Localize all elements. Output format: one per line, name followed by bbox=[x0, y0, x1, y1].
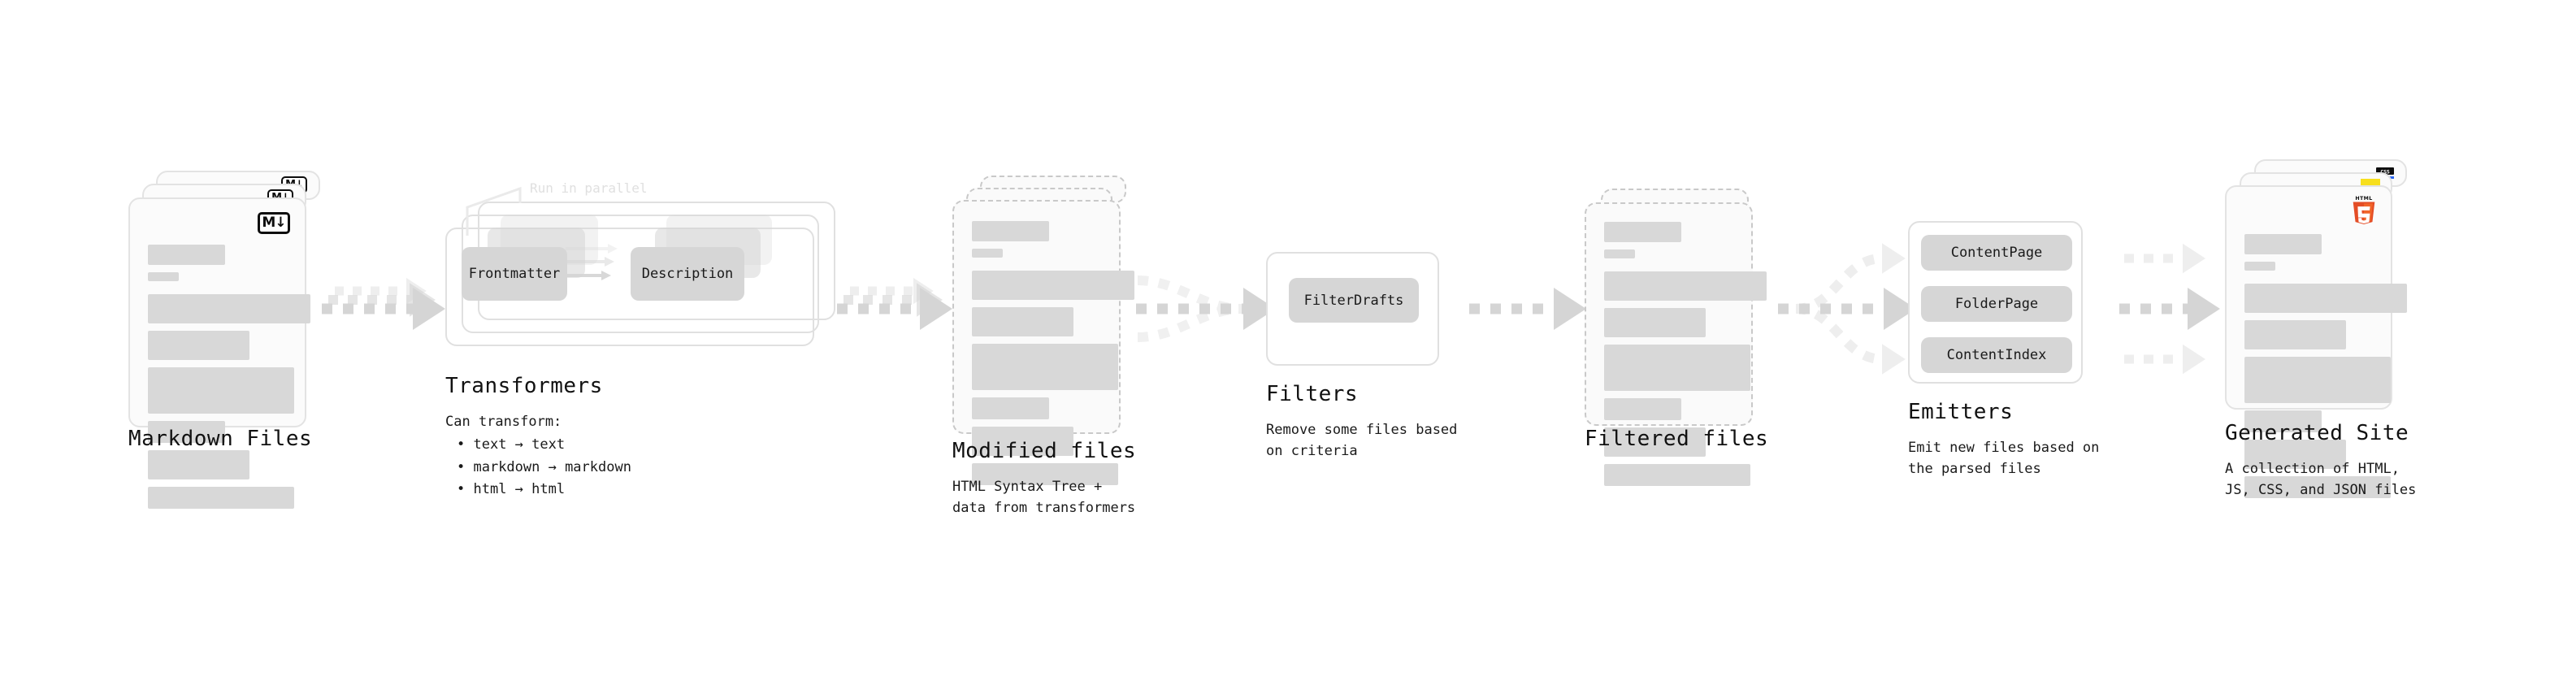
site-skeleton bbox=[2227, 187, 2407, 498]
skeleton-bar bbox=[972, 221, 1049, 241]
filtered-skeleton bbox=[1586, 204, 1767, 486]
stage-transformers: Frontmatter Description bbox=[445, 202, 852, 364]
skeleton-bar bbox=[972, 463, 1118, 485]
run-in-parallel-label: Run in parallel bbox=[530, 180, 648, 196]
stage-generated-site: CSS JS HTML bbox=[2225, 159, 2436, 498]
caption-filters: Filters Remove some files based on crite… bbox=[1266, 382, 1457, 462]
chip-filterdrafts[interactable]: FilterDrafts bbox=[1289, 278, 1419, 323]
markdown-card-front: M↓ bbox=[128, 197, 310, 509]
svg-text:CSS: CSS bbox=[2380, 168, 2390, 175]
skeleton-bar bbox=[972, 427, 1073, 456]
caption-filtered-files: Filtered files bbox=[1585, 427, 1768, 451]
markdown-icon: M↓ bbox=[258, 212, 290, 234]
transformer-box-front bbox=[445, 228, 814, 346]
skeleton-bar bbox=[1604, 271, 1767, 301]
stage-filters: FilterDrafts bbox=[1266, 252, 1445, 374]
skeleton-bar bbox=[2244, 284, 2407, 313]
filters-box: FilterDrafts bbox=[1266, 252, 1439, 366]
stage-title: Filtered files bbox=[1585, 427, 1769, 451]
skeleton-bar bbox=[2244, 476, 2391, 498]
stage-modified-files bbox=[952, 176, 1156, 485]
list-item: text → text bbox=[445, 434, 631, 457]
stage-emitters: ContentPage FolderPage ContentIndex bbox=[1908, 221, 2103, 400]
skeleton-bar bbox=[1604, 249, 1635, 258]
stage-subtitle: HTML Syntax Tree + data from transformer… bbox=[952, 479, 1136, 517]
skeleton-bar bbox=[2244, 410, 2322, 432]
list-item: markdown → markdown bbox=[445, 457, 631, 479]
stage-title: Transformers bbox=[445, 374, 603, 398]
caption-modified-files: Modified files HTML Syntax Tree + data f… bbox=[952, 439, 1136, 519]
svg-text:HTML: HTML bbox=[2355, 196, 2372, 202]
skeleton-bar bbox=[1604, 345, 1750, 391]
markdown-badge-label: M↓ bbox=[258, 212, 290, 234]
stage-title: Modified files bbox=[952, 439, 1137, 463]
skeleton-bar bbox=[2244, 262, 2275, 271]
skeleton-bar bbox=[2244, 320, 2346, 349]
chip-frontmatter[interactable]: Frontmatter bbox=[462, 247, 567, 301]
skeleton-bar bbox=[972, 344, 1118, 390]
site-card-front: HTML bbox=[2225, 185, 2407, 498]
skeleton-bar bbox=[972, 397, 1049, 419]
skeleton-bar bbox=[1604, 464, 1750, 486]
connector-filters-to-filtered bbox=[1469, 288, 1586, 330]
stage-title: Markdown Files bbox=[128, 427, 313, 451]
chip-description[interactable]: Description bbox=[631, 247, 744, 301]
chip-contentpage[interactable]: ContentPage bbox=[1921, 235, 2072, 271]
skeleton-bar bbox=[972, 249, 1003, 258]
skeleton-bar bbox=[148, 294, 310, 323]
stage-markdown-files: M↓ M↓ M↓ bbox=[128, 171, 340, 509]
skeleton-bar bbox=[148, 450, 249, 479]
skeleton-bar bbox=[1604, 308, 1706, 337]
skeleton-bar bbox=[972, 271, 1134, 300]
caption-generated-site: Generated Site A collection of HTML, JS,… bbox=[2225, 421, 2416, 501]
skeleton-bar bbox=[148, 421, 225, 443]
caption-emitters: Emitters Emit new files based on the par… bbox=[1908, 400, 2099, 480]
stage-subtitle: Remove some files based on criteria bbox=[1266, 422, 1458, 460]
caption-markdown-files: Markdown Files bbox=[128, 427, 312, 451]
skeleton-bar bbox=[2244, 234, 2322, 254]
stage-filtered-files bbox=[1585, 189, 1788, 486]
skeleton-bar bbox=[2244, 357, 2391, 403]
skeleton-bar bbox=[148, 272, 179, 281]
connector-md-to-transformers bbox=[322, 277, 445, 330]
filtered-card-front bbox=[1585, 202, 1767, 486]
transform-bullet-list: text → text markdown → markdown html → h… bbox=[445, 434, 631, 501]
emitters-box: ContentPage FolderPage ContentIndex bbox=[1908, 221, 2083, 384]
skeleton-bar bbox=[148, 245, 225, 265]
markdown-skeleton bbox=[130, 199, 310, 509]
html5-icon: HTML bbox=[2348, 193, 2379, 228]
skeleton-bar bbox=[148, 367, 294, 414]
stage-title: Filters bbox=[1266, 382, 1359, 406]
connector-emitters-to-site bbox=[2119, 243, 2220, 375]
chip-contentindex[interactable]: ContentIndex bbox=[1921, 337, 2072, 373]
chip-folderpage[interactable]: FolderPage bbox=[1921, 286, 2072, 322]
skeleton-bar bbox=[148, 487, 294, 509]
skeleton-bar bbox=[1604, 222, 1681, 242]
skeleton-bar bbox=[972, 307, 1073, 336]
list-item: html → html bbox=[445, 479, 631, 501]
stage-title: Emitters bbox=[1908, 400, 2014, 424]
stage-subtitle: A collection of HTML, JS, CSS, and JSON … bbox=[2225, 461, 2417, 499]
skeleton-bar bbox=[1604, 398, 1681, 420]
connector-transformers-to-modified bbox=[837, 277, 952, 330]
modified-skeleton bbox=[954, 202, 1134, 485]
connector-modified-to-filters bbox=[1136, 275, 1276, 342]
stage-subtitle: Can transform: bbox=[445, 414, 562, 430]
skeleton-bar bbox=[148, 331, 249, 360]
skeleton-bar bbox=[1604, 427, 1706, 457]
skeleton-bar bbox=[2244, 440, 2346, 469]
caption-transformers: Transformers Can transform: text → text … bbox=[445, 374, 631, 501]
modified-card-front bbox=[952, 200, 1134, 485]
stage-subtitle: Emit new files based on the parsed files bbox=[1908, 440, 2100, 478]
stage-title: Generated Site bbox=[2225, 421, 2409, 445]
connector-filtered-to-emitters bbox=[1778, 243, 1916, 375]
